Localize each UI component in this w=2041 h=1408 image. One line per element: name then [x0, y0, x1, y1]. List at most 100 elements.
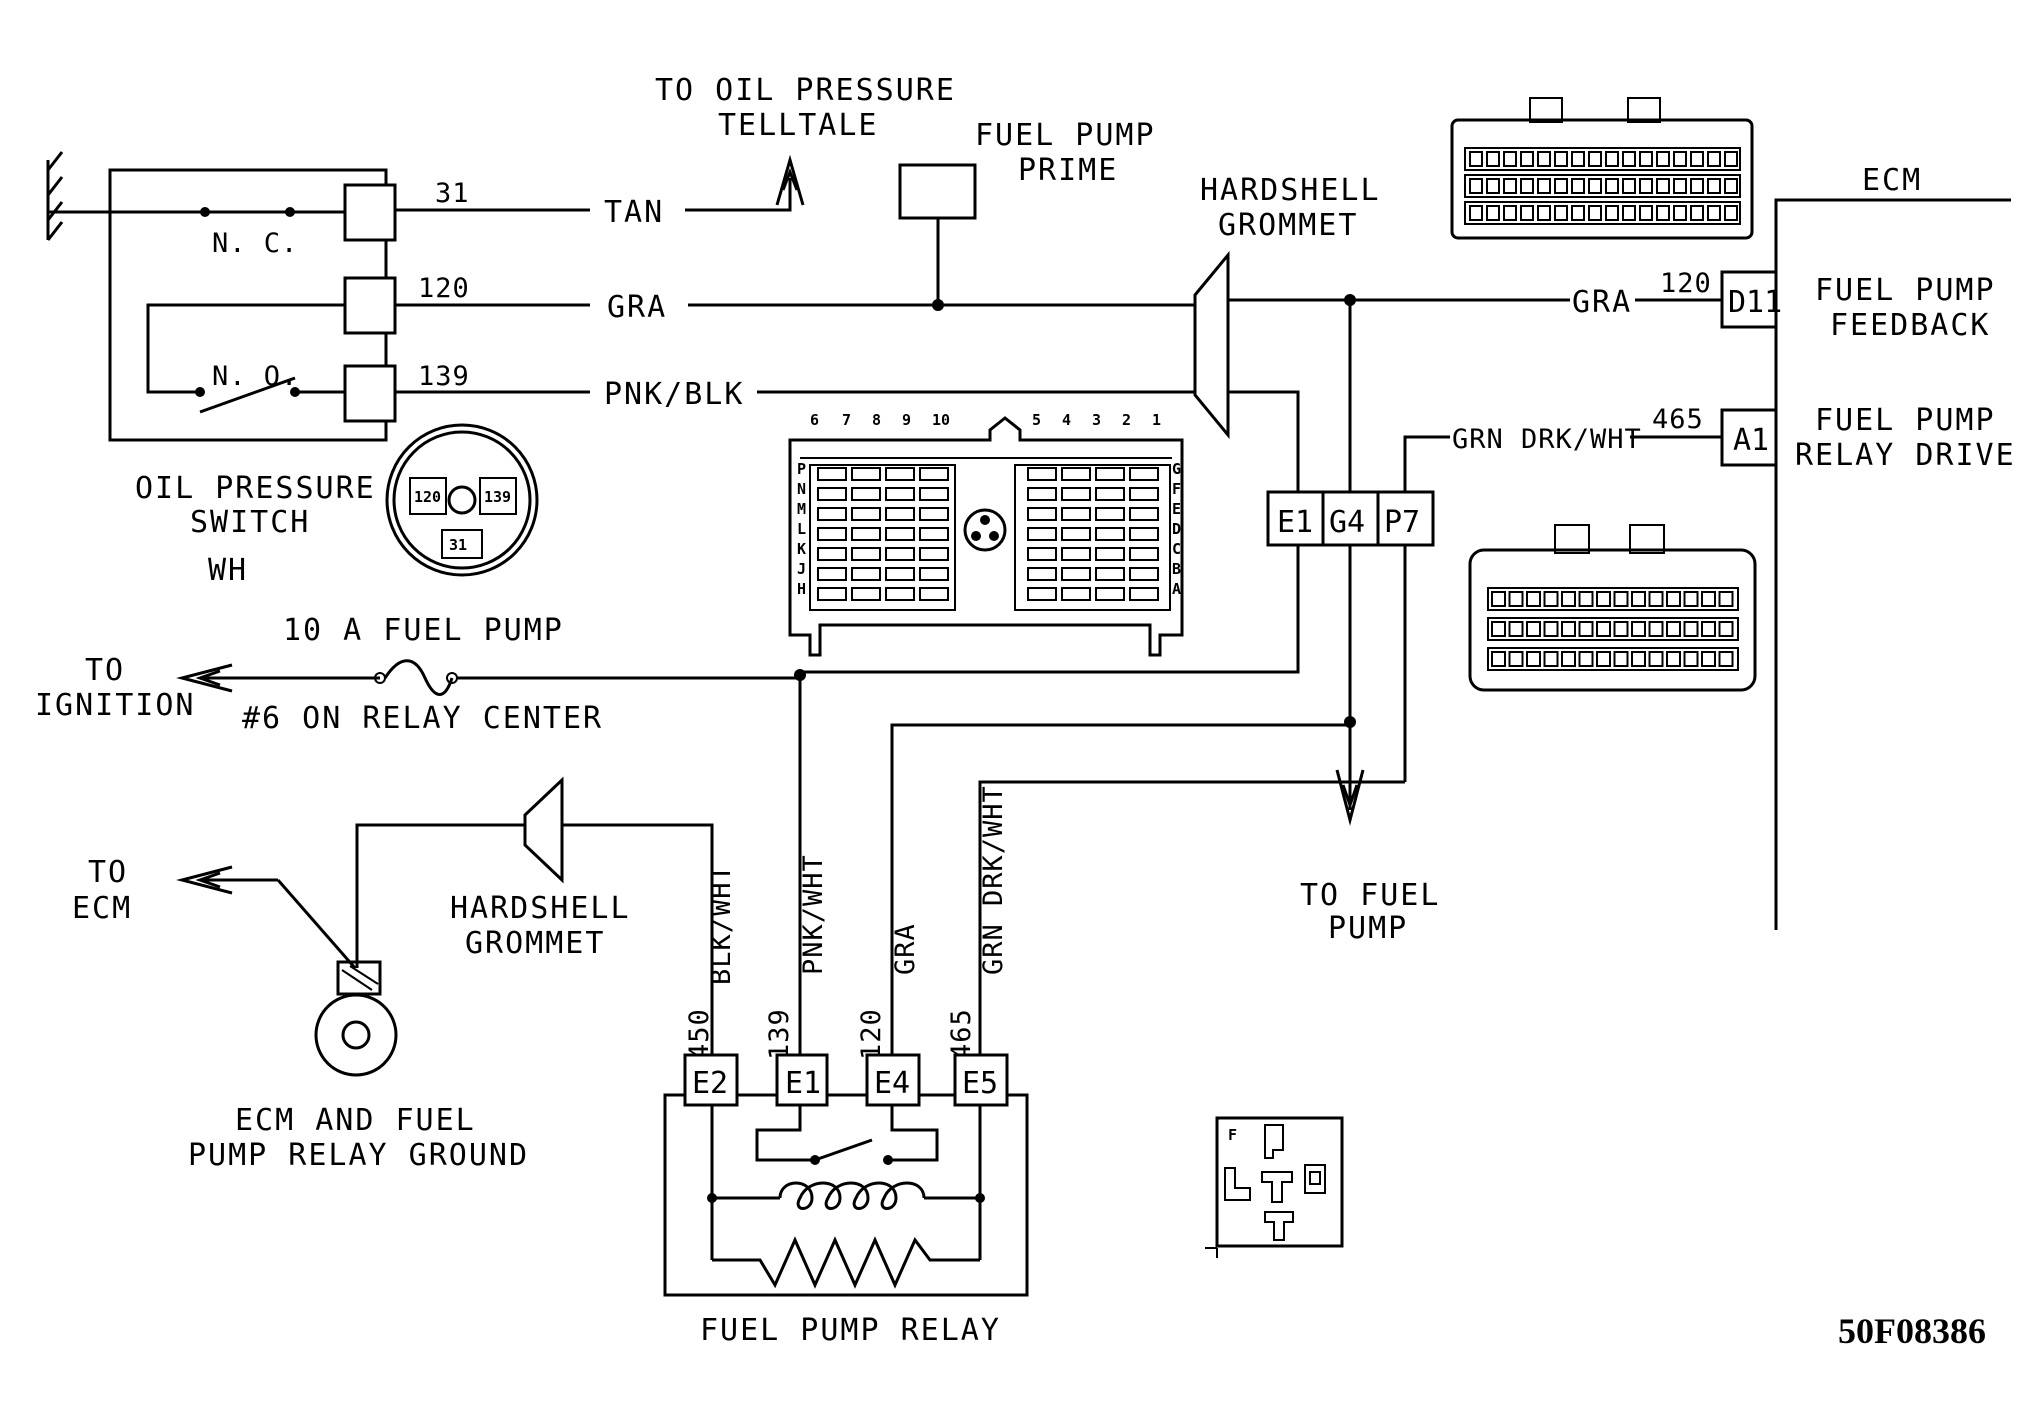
- connector-pin-p7-label: P7: [1384, 505, 1420, 540]
- fuse-location-label: #6 ON RELAY CENTER: [242, 701, 603, 736]
- connector-cell: [919, 507, 949, 521]
- connector-cell: [1520, 178, 1534, 194]
- connector-cell: [1724, 205, 1738, 221]
- connector-cell: [1061, 587, 1091, 601]
- connector-cell: [1486, 151, 1500, 167]
- ground-circuit: TO ECM HARDSHELL GROMMET ECM AND FUEL PU…: [72, 776, 714, 1173]
- connector-cell: [1718, 651, 1734, 667]
- face-num-1: 1: [1152, 411, 1161, 429]
- circuit-450-label: 450: [684, 1008, 715, 1060]
- to-ecm-label-2: ECM: [72, 891, 132, 926]
- connector-cell: [1095, 567, 1125, 581]
- connector-cell: [1648, 621, 1664, 637]
- to-ecm-label: TO: [88, 855, 128, 890]
- connector-cell: [1537, 178, 1551, 194]
- connector-cell: [1673, 205, 1687, 221]
- fuel-pump-relay-drive-label-2: RELAY DRIVE: [1795, 438, 2016, 473]
- ground-label: ECM AND FUEL: [235, 1103, 476, 1138]
- connector-cell: [1027, 547, 1057, 561]
- face-pin-31: 31: [449, 536, 467, 554]
- circuit-120-label: 120: [418, 273, 470, 304]
- hardshell-grommet-label-2: GROMMET: [1218, 208, 1358, 243]
- connector-cell: [1095, 547, 1125, 561]
- connector-cell: [1526, 591, 1541, 607]
- face-letter-a: A: [1172, 580, 1181, 598]
- connector-cell: [1027, 467, 1057, 481]
- connector-cell: [1061, 487, 1091, 501]
- connector-cell: [1543, 591, 1559, 607]
- connector-cell: [885, 487, 915, 501]
- connector-cell: [851, 567, 881, 581]
- relay-pin-e1-label: E1: [785, 1066, 821, 1101]
- connector-cell: [1061, 567, 1091, 581]
- connector-cell: [1526, 621, 1541, 637]
- hardshell-grommet-top: HARDSHELL GROMMET: [1193, 173, 1379, 440]
- wire-grn-drk-wht-relay-label: GRN DRK/WHT: [978, 785, 1009, 975]
- face-pin-120: 120: [414, 488, 441, 506]
- to-fuel-pump-label: TO FUEL: [1300, 878, 1440, 913]
- connector-cell: [1571, 178, 1585, 194]
- ground-label-2: PUMP RELAY GROUND: [188, 1138, 529, 1173]
- connector-cell: [1520, 151, 1534, 167]
- to-oil-telltale-label-2: TELLTALE: [718, 108, 879, 143]
- connector-cell: [1027, 567, 1057, 581]
- ecm-pin-a1-label: A1: [1733, 423, 1769, 458]
- connector-cell: [1571, 151, 1585, 167]
- socket-letter-f: F: [1228, 1126, 1237, 1144]
- connector-cell: [919, 527, 949, 541]
- circuit-120-relay-label: 120: [856, 1008, 887, 1060]
- face-letter-k: K: [797, 540, 806, 558]
- connector-cell: [1486, 178, 1500, 194]
- circuit-139-relay-label: 139: [764, 1008, 795, 1060]
- connector-cell: [851, 467, 881, 481]
- nc-contact-label: N. C.: [212, 228, 298, 259]
- fuel-pump-relay: E2 E1 E4 E5 FUEL PUMP RELAY: [663, 1053, 1029, 1348]
- connector-cell: [1613, 591, 1629, 607]
- connector-cell: [1666, 621, 1681, 637]
- connector-cell: [817, 487, 847, 501]
- face-letter-p: P: [797, 460, 806, 478]
- connector-cell: [1469, 151, 1483, 167]
- circuit-465-relay-label: 465: [946, 1008, 977, 1060]
- connector-cell: [1561, 621, 1576, 637]
- face-letter-f: F: [1172, 480, 1181, 498]
- connector-cell: [1666, 591, 1681, 607]
- connector-cell: [919, 467, 949, 481]
- no-contact-label: N. O.: [212, 361, 298, 392]
- relay-pin-e2-label: E2: [692, 1066, 728, 1101]
- oil-switch-label-3: WH: [208, 553, 248, 588]
- connector-cell: [851, 487, 881, 501]
- connector-cell: [1526, 651, 1541, 667]
- connector-cell: [919, 587, 949, 601]
- connector-cell: [1537, 205, 1551, 221]
- connector-cell: [1724, 151, 1738, 167]
- connector-cell: [1027, 527, 1057, 541]
- connector-cell: [1588, 151, 1602, 167]
- connector-cell: [1095, 587, 1125, 601]
- connector-cell: [1596, 651, 1611, 667]
- face-letter-m: M: [797, 500, 806, 518]
- connector-cell: [1631, 591, 1646, 607]
- connector-cell: [919, 547, 949, 561]
- ecm-pin-d11: [1720, 270, 1778, 329]
- connector-cell: [919, 487, 949, 501]
- connector-cell: [1588, 205, 1602, 221]
- connector-cell: [1503, 178, 1517, 194]
- chassis-ground-icon: [46, 151, 64, 241]
- face-letter-g: G: [1172, 460, 1181, 478]
- connector-cell: [851, 527, 881, 541]
- circuit-120-ecm-label: 120: [1660, 268, 1712, 299]
- oil-switch-terminal-120: [343, 276, 397, 335]
- connector-cell: [1561, 591, 1576, 607]
- connector-cell: [1707, 205, 1721, 221]
- wire-pnk-wht-label: PNK/WHT: [798, 854, 829, 975]
- connector-cell: [1690, 178, 1704, 194]
- connector-cell: [1596, 591, 1611, 607]
- connector-cell: [851, 547, 881, 561]
- ecm-pin-a1: [1720, 408, 1778, 467]
- connector-cell: [885, 567, 915, 581]
- connector-cell: [1656, 178, 1670, 194]
- connector-cell: [1095, 467, 1125, 481]
- connector-cell: [1095, 507, 1125, 521]
